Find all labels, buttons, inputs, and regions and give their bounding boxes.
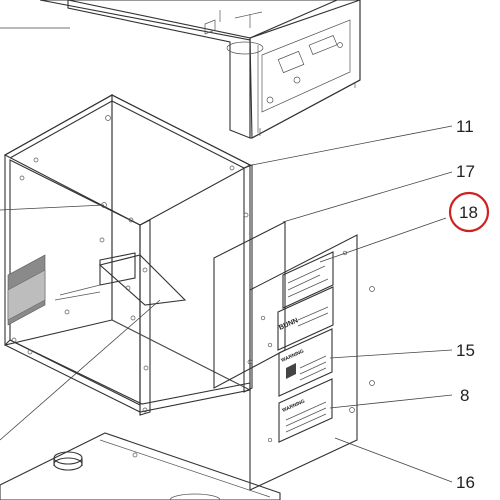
base-tray <box>0 432 281 500</box>
callout-16: 16 <box>456 473 475 492</box>
top-chassis <box>0 0 361 139</box>
callout-11: 11 <box>456 117 474 136</box>
callout-18-highlight <box>448 191 490 233</box>
callout-18: 18 <box>459 203 478 222</box>
brand-label: BUNN <box>278 317 299 332</box>
callout-8: 8 <box>460 386 469 405</box>
callout-15: 15 <box>456 341 475 360</box>
callout-17: 17 <box>456 162 475 181</box>
front-panel: BUNN WARNING WARNING <box>249 234 375 491</box>
leader-lines <box>251 125 453 483</box>
screw-icon <box>349 286 375 413</box>
fitting-icon <box>53 451 83 471</box>
